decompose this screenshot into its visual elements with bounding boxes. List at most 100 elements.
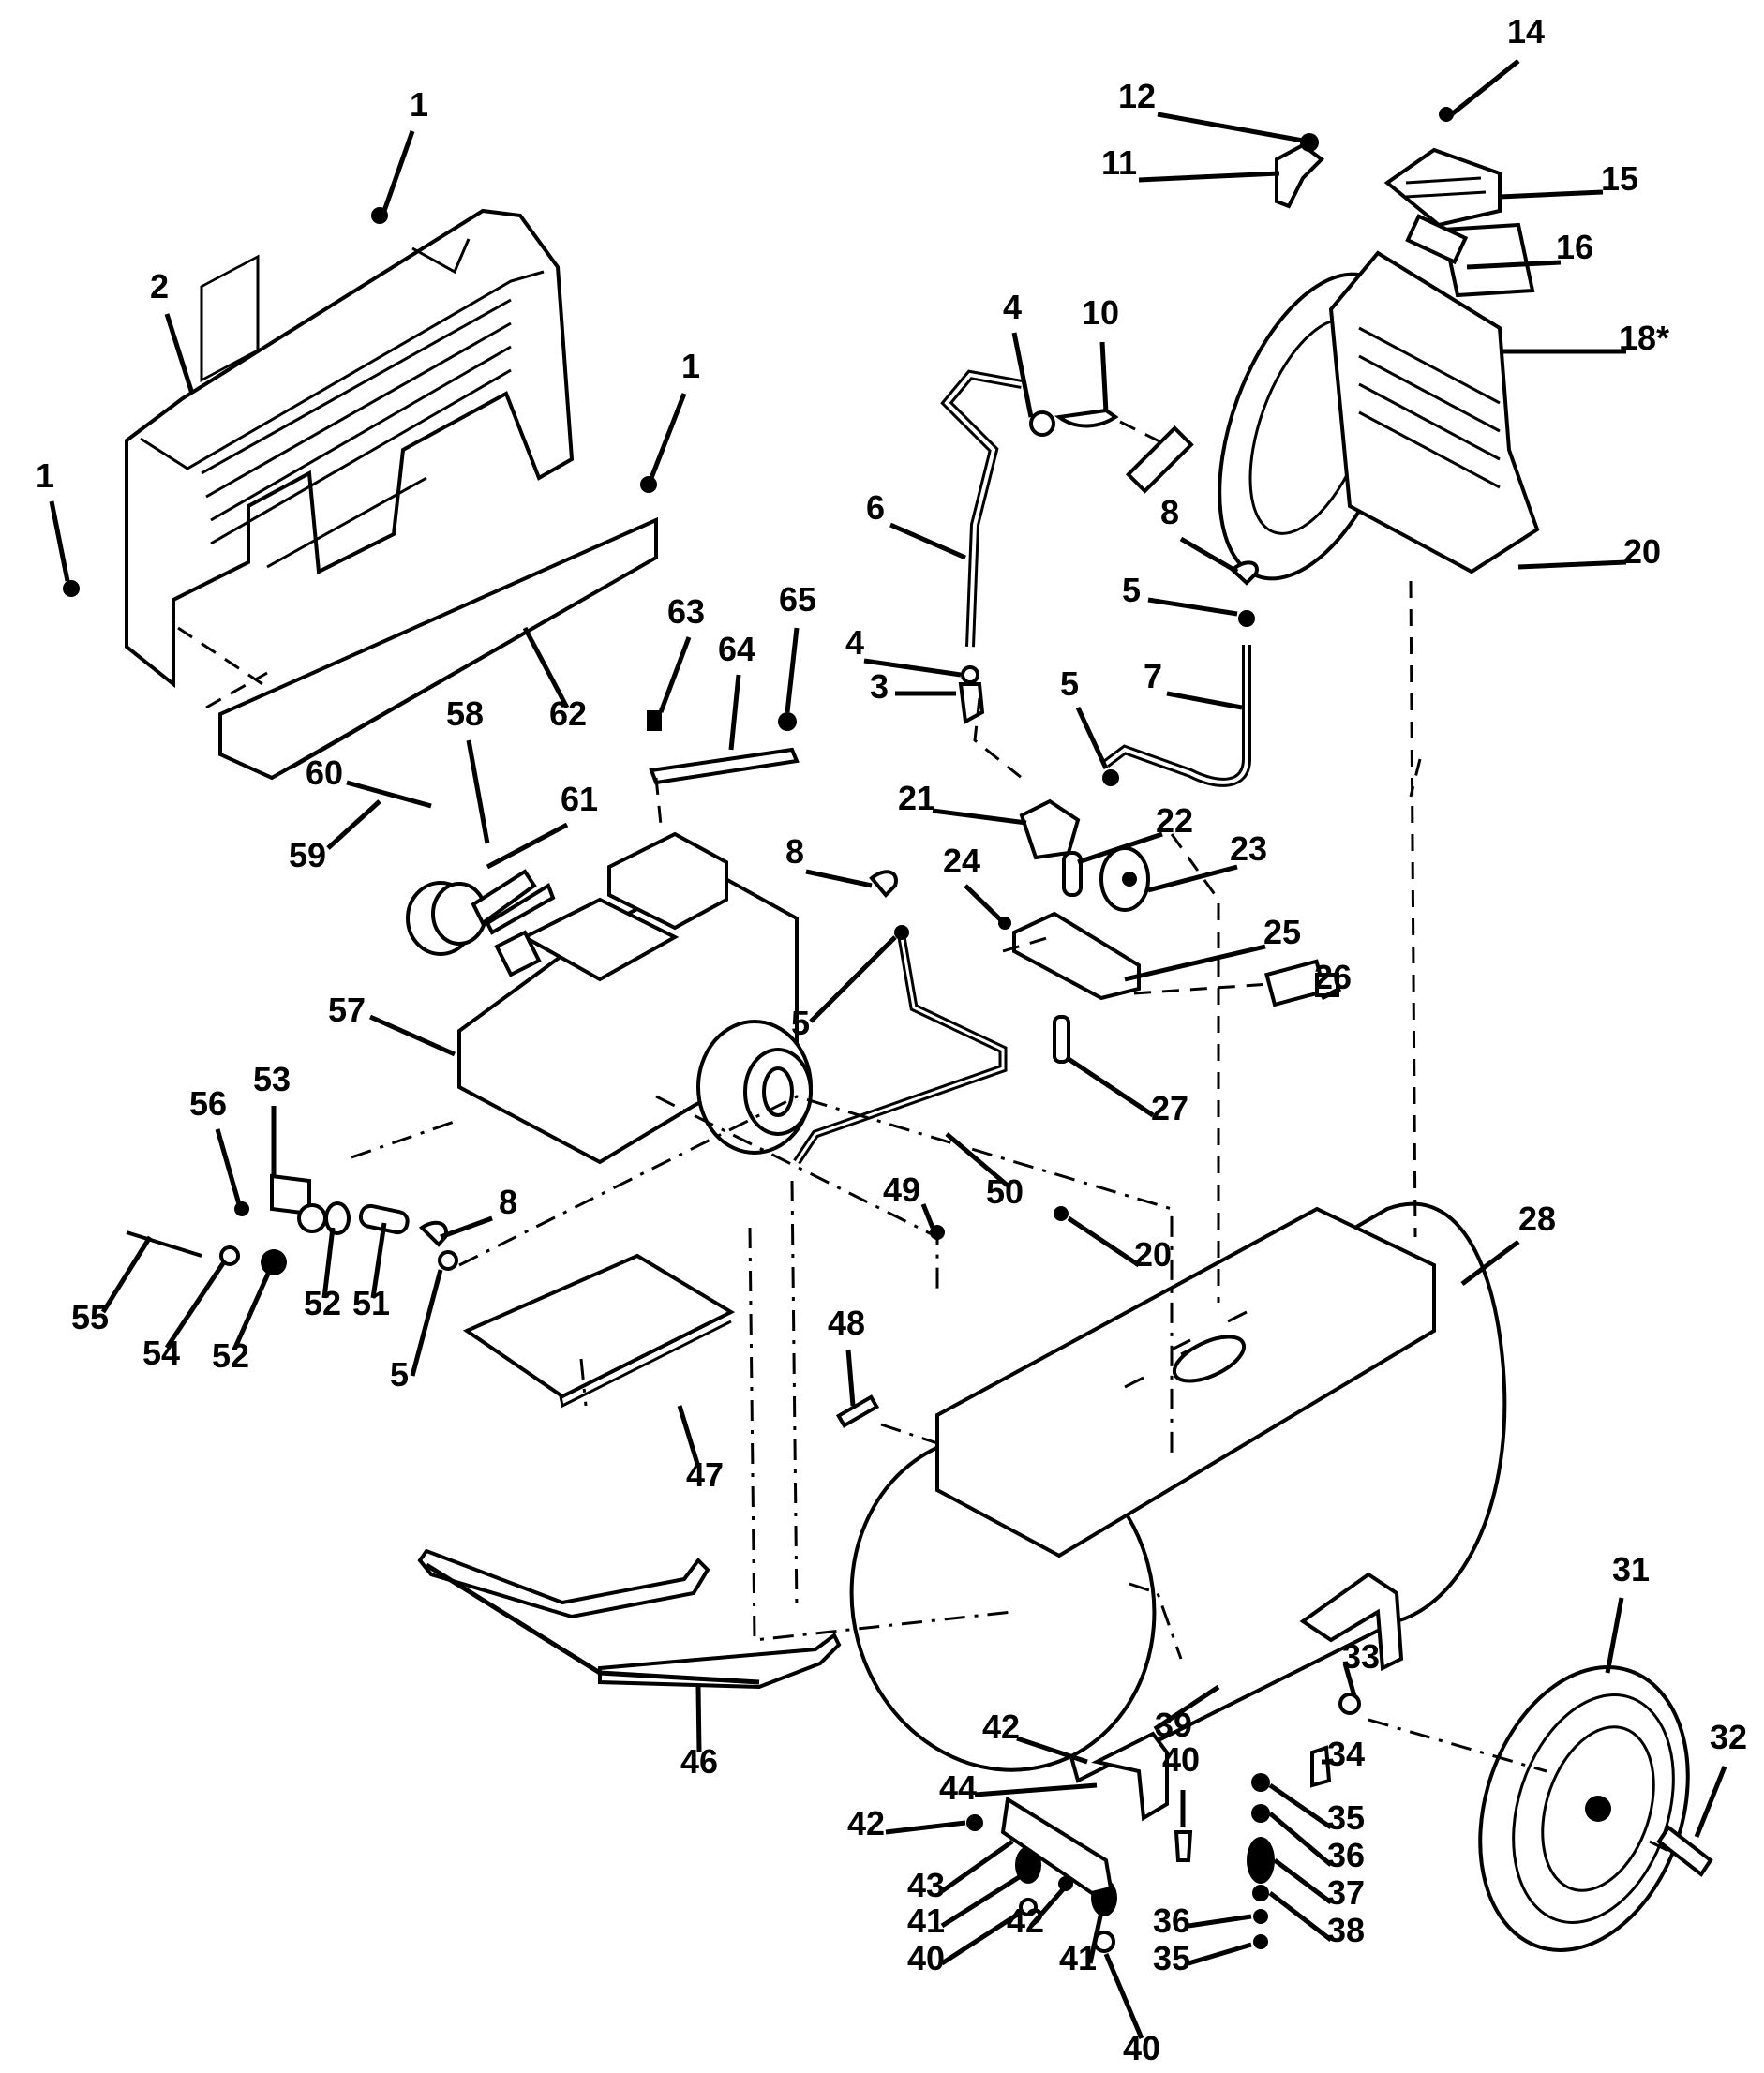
part-callout-59: 59: [289, 836, 326, 874]
part-callout-5: 5: [1060, 664, 1079, 703]
part-callout-1: 1: [681, 347, 700, 385]
part-callout-41: 41: [907, 1901, 945, 1940]
engine-base-47: [462, 1253, 736, 1399]
part-callout-28: 28: [1518, 1200, 1556, 1238]
nut-4b: [961, 665, 979, 684]
part-callout-54: 54: [142, 1334, 180, 1372]
part-callout-3: 3: [870, 667, 889, 706]
valve-26: [1264, 959, 1339, 1007]
part-callout-12: 12: [1118, 77, 1156, 115]
part-callout-52: 52: [304, 1284, 341, 1322]
part-callout-34: 34: [1327, 1735, 1365, 1773]
part-callout-5: 5: [791, 1004, 810, 1042]
part-callout-56: 56: [189, 1084, 227, 1123]
part-callout-49: 49: [883, 1171, 920, 1209]
engine: [457, 831, 813, 1165]
manifold-25: [1012, 911, 1141, 1001]
part-callout-33: 33: [1342, 1637, 1380, 1676]
part-callout-21: 21: [898, 779, 935, 817]
part-callout-23: 23: [1230, 829, 1267, 868]
leader-lines: [49, 59, 1727, 2039]
part-callout-42: 42: [982, 1708, 1020, 1746]
part-callout-38: 38: [1327, 1911, 1365, 1949]
part-callout-40: 40: [1123, 2029, 1160, 2067]
alignment-line: [205, 671, 268, 709]
part-callout-61: 61: [561, 780, 598, 818]
part-callout-8: 8: [499, 1183, 517, 1221]
compressor-pump: [1218, 222, 1540, 581]
part-callout-37: 37: [1327, 1873, 1365, 1912]
part-callout-43: 43: [907, 1866, 945, 1904]
valve-22: [1062, 851, 1083, 897]
part-callout-64: 64: [718, 630, 755, 668]
part-callout-8: 8: [785, 832, 804, 871]
fitting-27: [1053, 1015, 1070, 1064]
pressure-gauge-23: [1099, 846, 1150, 912]
part-callout-35: 35: [1153, 1939, 1190, 1977]
part-callout-26: 26: [1314, 958, 1352, 996]
part-callout-1: 1: [36, 456, 54, 495]
part-callout-31: 31: [1612, 1550, 1650, 1588]
part-callout-10: 10: [1082, 293, 1119, 332]
part-callout-62: 62: [549, 694, 587, 733]
part-callout-63: 63: [667, 592, 705, 631]
part-callout-39: 39: [1155, 1706, 1192, 1744]
part-callout-36: 36: [1153, 1901, 1190, 1940]
handle-46: [417, 1548, 842, 1690]
part-callout-27: 27: [1151, 1089, 1188, 1127]
foot-hardware: [966, 1693, 1361, 1953]
part-callout-57: 57: [328, 991, 366, 1029]
part-callout-53: 53: [253, 1060, 291, 1098]
axle-bolt-32: [1656, 1825, 1713, 1877]
screw-20b: [1054, 1206, 1069, 1221]
part-callout-14: 14: [1507, 12, 1545, 51]
part-callout-48: 48: [828, 1304, 865, 1342]
alignment-lines: [351, 420, 1669, 1853]
part-callout-20: 20: [1134, 1235, 1172, 1274]
part-callout-41: 41: [1059, 1939, 1097, 1977]
part-callout-65: 65: [779, 580, 816, 619]
wheel-31: [1478, 1665, 1690, 1952]
part-callout-7: 7: [1144, 657, 1162, 695]
part-callout-16: 16: [1556, 228, 1593, 266]
bracket-11: [1275, 142, 1325, 209]
bracket-62: [218, 516, 658, 781]
screw-parts: [63, 207, 657, 597]
part-callout-24: 24: [943, 842, 980, 880]
part-callout-35: 35: [1327, 1798, 1365, 1837]
part-callout-4: 4: [1003, 288, 1022, 326]
part-callout-50: 50: [986, 1172, 1024, 1211]
part-callout-5: 5: [1122, 571, 1141, 609]
part-callout-11: 11: [1101, 143, 1137, 182]
part-callout-6: 6: [866, 488, 885, 527]
part-callout-51: 51: [352, 1284, 390, 1322]
fitting-4: [1029, 408, 1194, 494]
callout-labels: 111234455556788810111214151618*202021222…: [36, 12, 1747, 2067]
part-callout-25: 25: [1263, 913, 1301, 951]
part-callout-60: 60: [306, 753, 343, 792]
part-callout-2: 2: [150, 267, 169, 306]
part-callout-42: 42: [1007, 1901, 1044, 1940]
part-callout-52: 52: [212, 1336, 249, 1375]
part-callout-47: 47: [686, 1455, 724, 1494]
gasket-16: [1405, 214, 1469, 265]
belt-guard-shroud: [125, 208, 575, 689]
tube-64: [647, 710, 800, 785]
plug-24: [998, 917, 1011, 930]
air-tank: [849, 1201, 1507, 1822]
part-callout-4: 4: [845, 623, 864, 662]
nut-5c: [894, 925, 909, 940]
part-callout-8: 8: [1160, 493, 1179, 531]
check-valve-21: [1019, 798, 1081, 860]
part-callout-32: 32: [1710, 1718, 1747, 1756]
part-callout-22: 22: [1156, 801, 1193, 840]
part-callout-42: 42: [847, 1804, 885, 1842]
part-callout-5: 5: [390, 1355, 409, 1394]
part-callout-46: 46: [680, 1742, 718, 1781]
throttle-hardware: [126, 1173, 880, 1428]
alignment-line: [177, 626, 263, 686]
part-callout-44: 44: [939, 1768, 977, 1807]
part-callout-40: 40: [907, 1939, 945, 1977]
part-callout-55: 55: [71, 1298, 109, 1336]
